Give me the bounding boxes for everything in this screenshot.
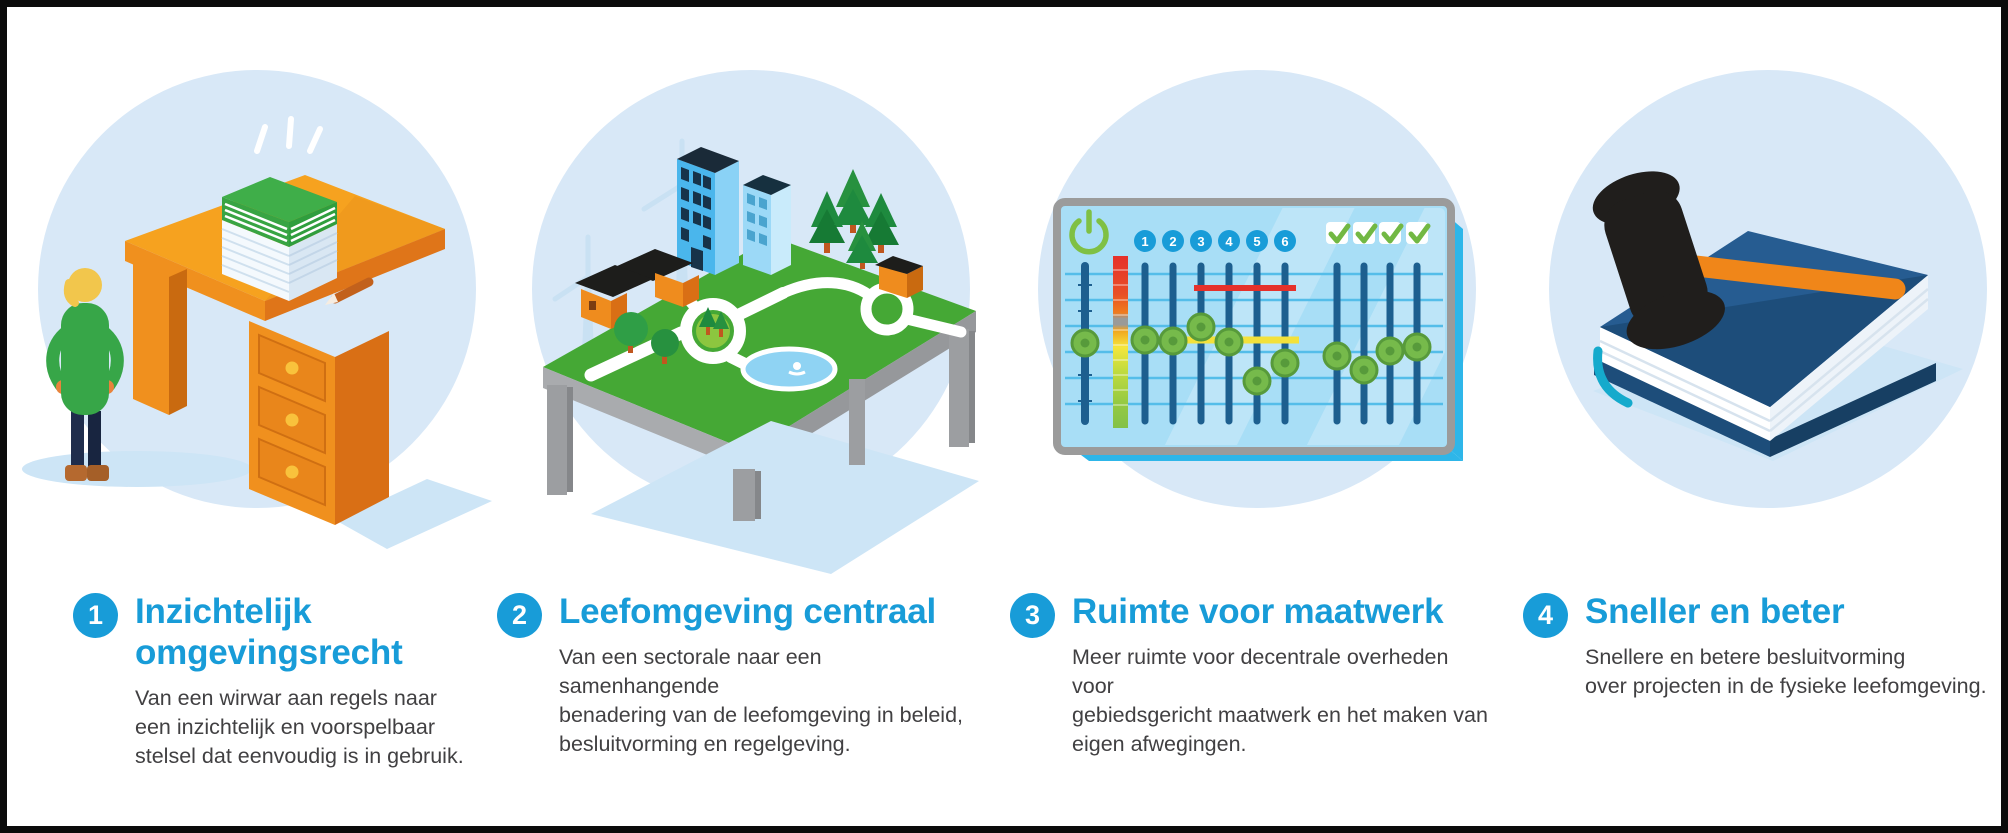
pen [325, 277, 374, 305]
number-badge-1: 1 [73, 593, 118, 638]
svg-text:4: 4 [1225, 234, 1233, 249]
sparkle-marks [254, 116, 323, 154]
roundabout-trees [699, 307, 729, 337]
illustration-3-circle: 1 2 3 4 5 6 [1037, 69, 1477, 509]
svg-text:6: 6 [1281, 234, 1288, 249]
caption-1: 1 Inzichtelijk omgevingsrecht Van een wi… [73, 591, 473, 771]
section-4-title: Sneller en beter [1585, 592, 1845, 631]
book-spine-accent [1593, 346, 1633, 408]
svg-text:2: 2 [1169, 234, 1176, 249]
section-1-body: Van een wirwar aan regels naar een inzic… [135, 686, 464, 768]
number-badge-3: 3 [1010, 593, 1055, 638]
check-icons [1326, 222, 1431, 244]
channel-number-badges: 1 2 3 4 5 6 [1134, 230, 1296, 252]
section-2-body: Van een sectorale naar een samenhangende… [559, 645, 964, 756]
number-badge-2: 2 [497, 593, 542, 638]
svg-text:3: 3 [1197, 234, 1204, 249]
section-1-title: Inzichtelijk omgevingsrecht [135, 592, 403, 672]
power-icon [1069, 209, 1109, 255]
landscape-table-illustration [532, 70, 979, 574]
gavel [1592, 171, 1906, 350]
number-badge-4: 4 [1523, 593, 1568, 638]
desk [125, 175, 445, 525]
illustration-4-circle [1548, 69, 1988, 509]
gavel-book-illustration [1549, 70, 1987, 508]
houses [575, 249, 699, 329]
buildings [677, 147, 791, 275]
level-meter [1113, 256, 1128, 428]
svg-text:1: 1 [1141, 234, 1148, 249]
caption-3: 3 Ruimte voor maatwerk Meer ruimte voor … [1010, 591, 1490, 759]
desk-illustration [22, 70, 492, 549]
section-3-body: Meer ruimte voor decentrale overheden vo… [1072, 645, 1488, 756]
illustration-2-circle [531, 69, 979, 574]
section-2-title: Leefomgeving centraal [559, 592, 937, 631]
section-3-title: Ruimte voor maatwerk [1072, 592, 1444, 631]
pile-of-rules [221, 177, 338, 301]
pine-trees [809, 169, 899, 269]
caption-4: 4 Sneller en beter Snellere en betere be… [1523, 591, 2001, 701]
person-figure [46, 268, 124, 481]
caption-2: 2 Leefomgeving centraal Van een sectoral… [497, 591, 977, 759]
mixer-panel-illustration: 1 2 3 4 5 6 [1038, 70, 1476, 508]
round-trees [614, 312, 679, 364]
slider-knobs [1070, 312, 1432, 396]
shed [875, 256, 923, 298]
svg-text:5: 5 [1253, 234, 1260, 249]
illustration-1-circle [22, 69, 492, 549]
figure-shadow [22, 451, 252, 487]
pond [740, 346, 838, 392]
section-4-body: Snellere en betere besluitvorming over p… [1585, 645, 1987, 698]
